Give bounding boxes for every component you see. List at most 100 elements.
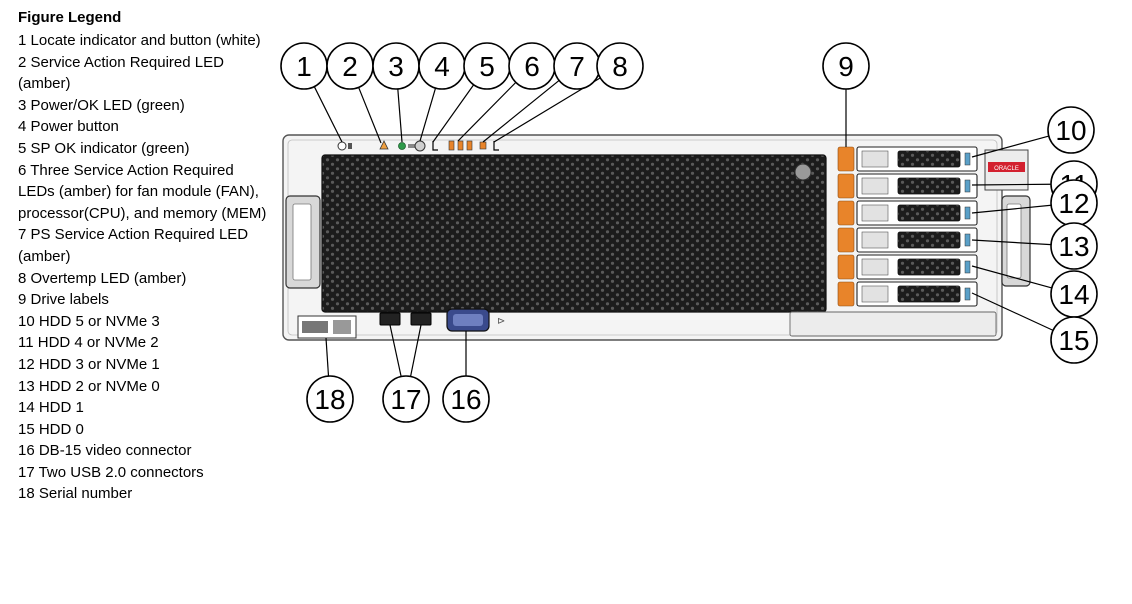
leader-line-2	[358, 87, 382, 144]
leader-line-7	[482, 79, 560, 143]
server-chassis	[282, 134, 1031, 341]
right-rack-handle-inner	[1006, 203, 1022, 279]
power-ok-led	[398, 142, 406, 150]
vga-port-pins	[453, 314, 483, 326]
callout-number-8: 8	[612, 51, 628, 82]
callout-circle-18	[306, 375, 354, 423]
callout-circle-10	[1047, 106, 1095, 154]
leader-line-13	[971, 239, 1052, 246]
power-ok-led-bar	[408, 144, 416, 148]
callout-9: 9	[822, 42, 870, 90]
callout-13: 13	[1050, 222, 1098, 270]
fan-led	[448, 140, 455, 151]
drive-label-tab	[837, 146, 855, 172]
callout-18: 18	[306, 375, 354, 423]
callout-12: 12	[1050, 179, 1098, 227]
drive-label-tab	[837, 173, 855, 199]
callout-17: 17	[382, 375, 430, 423]
leader-line-12	[971, 204, 1052, 214]
callout-number-14: 14	[1058, 279, 1089, 310]
brand-badge-red-band	[988, 162, 1025, 172]
locate-button[interactable]	[337, 141, 347, 151]
callout-5: 5	[463, 42, 511, 90]
callout-number-1: 1	[296, 51, 312, 82]
legend-title: Figure Legend	[18, 9, 122, 26]
leader-line-11	[971, 183, 1052, 186]
drive-release-button	[861, 177, 889, 195]
callout-number-12: 12	[1058, 188, 1089, 219]
legend-item-2: 2 Service Action Required LED (amber)	[18, 53, 224, 93]
cpu-led	[457, 140, 464, 151]
leader-line-18	[325, 337, 330, 377]
legend-item-15: 15 HDD 0	[18, 420, 84, 438]
brand-badge-text: ORACLE	[994, 166, 1019, 172]
drive-led	[964, 260, 971, 274]
left-rack-handle-inner	[292, 203, 312, 281]
callout-circle-8	[596, 42, 644, 90]
usb-port-2	[410, 312, 432, 326]
legend-item-9: 9 Drive labels	[18, 291, 109, 309]
usb-port-1	[379, 312, 401, 326]
callout-number-10: 10	[1055, 115, 1086, 146]
legend-item-7: 7 PS Service Action Required LED (amber)	[18, 226, 249, 265]
drive-vent	[897, 177, 961, 195]
callout-number-13: 13	[1058, 231, 1089, 262]
legend-item-1: 1 Locate indicator and button (white)	[18, 32, 261, 49]
drive-label-tab	[837, 254, 855, 280]
drive-release-button	[861, 231, 889, 249]
serial-number-barcode	[302, 321, 328, 333]
service-required-led-icon	[379, 140, 389, 150]
callout-circle-15	[1050, 316, 1098, 364]
drive-release-button	[861, 204, 889, 222]
leader-line-3	[397, 88, 403, 143]
legend-item-10: 10 HDD 5 or NVMe 3	[18, 312, 160, 330]
callout-number-2: 2	[342, 51, 358, 82]
callout-circle-9	[822, 42, 870, 90]
legend-item-16: 16 DB-15 video connector	[18, 442, 192, 460]
legend-item-14: 14 HDD 1	[18, 399, 84, 417]
power-button[interactable]	[414, 140, 426, 152]
leader-line-4	[419, 87, 437, 142]
indicator-panel	[337, 140, 499, 152]
drive-vent	[897, 285, 961, 303]
callout-number-3: 3	[388, 51, 404, 82]
locate-icon	[348, 143, 352, 149]
drive-led	[964, 152, 971, 166]
drive-led	[964, 287, 971, 301]
leader-line-17	[389, 324, 402, 377]
legend-item-11: 11 HDD 4 or NVMe 2	[18, 334, 159, 352]
callout-number-6: 6	[524, 51, 540, 82]
callout-4: 4	[418, 42, 466, 90]
vga-port-icon: ⊳	[497, 316, 505, 327]
legend-item-4: 4 Power button	[18, 118, 119, 136]
legend-item-5: 5 SP OK indicator (green)	[18, 139, 190, 157]
drive-vent	[897, 150, 961, 168]
serial-number-code	[333, 320, 351, 334]
sp-ok-indicator-icon	[432, 141, 438, 151]
callout-markers: 123456789101112131415161718	[280, 42, 1098, 423]
callout-3: 3	[372, 42, 420, 90]
drive-label-tab	[837, 227, 855, 253]
leader-line-14	[971, 265, 1052, 289]
callout-number-18: 18	[314, 384, 345, 415]
mem-led	[466, 140, 473, 151]
callout-2: 2	[326, 42, 374, 90]
leader-line-15	[971, 292, 1054, 331]
drive-led	[964, 233, 971, 247]
drive-release-button	[861, 258, 889, 276]
callout-8: 8	[596, 42, 644, 90]
legend-item-18: 18 Serial number	[18, 485, 133, 503]
legend-item-17: 17 Two USB 2.0 connectors	[18, 463, 204, 481]
drive-bays	[837, 146, 978, 307]
front-ports: ⊳	[297, 308, 505, 339]
legend-item-13: 13 HDD 2 or NVMe 0	[18, 377, 160, 395]
callout-number-4: 4	[434, 51, 450, 82]
grille-latch	[794, 163, 812, 181]
callout-7: 7	[553, 42, 601, 90]
callout-number-16: 16	[450, 384, 481, 415]
callout-number-9: 9	[838, 51, 854, 82]
callout-number-5: 5	[479, 51, 495, 82]
callout-10: 10	[1047, 106, 1095, 154]
drive-led	[964, 206, 971, 220]
brand-badge: ORACLE	[984, 149, 1029, 191]
